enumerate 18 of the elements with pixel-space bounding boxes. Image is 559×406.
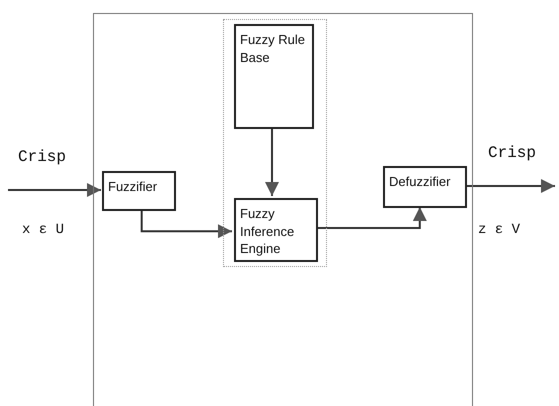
box-label: Fuzzy Rule Base [240, 31, 306, 66]
set-notation: x ε U [22, 222, 64, 238]
box-label: Defuzzifier [389, 173, 452, 191]
edge-label: Crisp [488, 144, 536, 162]
arrow [140, 210, 232, 238]
arrow [8, 183, 101, 197]
box-label: Fuzzy Inference Engine [240, 205, 296, 258]
process-box [102, 171, 176, 211]
set-notation: z ε V [478, 222, 520, 238]
system-boundary [93, 13, 473, 406]
process-box [234, 24, 314, 129]
process-box [234, 198, 318, 262]
arrow [466, 179, 555, 193]
edge-label: Crisp [18, 148, 66, 166]
arrow [316, 207, 427, 229]
process-box [383, 166, 467, 208]
arrow [265, 127, 279, 196]
group-frame [223, 19, 327, 267]
